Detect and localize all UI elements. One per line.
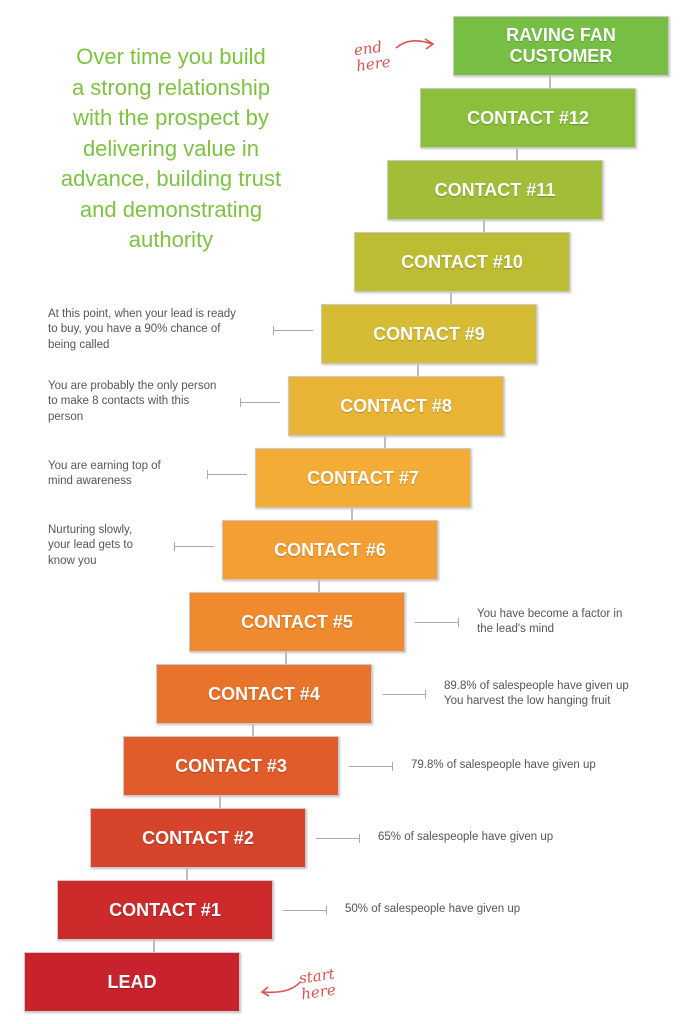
note-left-step-8: You are probably the only person to make… [48,379,236,426]
note-leader-line [283,906,327,915]
note-right-step-3: 79.8% of salespeople have given up [411,758,691,774]
note-text: 79.8% of salespeople have given up [411,759,596,772]
note-text: At this point, when your lead is ready t… [48,307,236,351]
step-label: CONTACT #10 [401,251,523,272]
step-contact-9: CONTACT #9 [321,304,537,364]
step-contact-1: CONTACT #1 [57,880,273,940]
note-text: Nurturing slowly, your lead gets to know… [48,523,134,567]
step-connector [384,436,386,448]
note-leader-line [207,470,247,479]
step-contact-7: CONTACT #7 [255,448,471,508]
note-text: You are probably the only person to make… [48,379,217,423]
step-contact-3: CONTACT #3 [123,736,339,796]
note-left-step-6: Nurturing slowly, your lead gets to know… [48,523,170,570]
step-connector [153,940,155,952]
step-contact-10: CONTACT #10 [354,232,570,292]
step-label: CONTACT #9 [373,323,485,344]
step-connector [252,724,254,736]
note-leader-line [415,618,459,627]
note-text: 65% of salespeople have given up [378,831,554,844]
step-contact-11: CONTACT #11 [387,160,603,220]
step-label: CONTACT #6 [274,539,386,560]
start-arrow-icon [260,981,301,997]
note-text: You have become a factor in the lead's m… [477,607,623,636]
step-lead: LEAD [24,952,240,1012]
step-connector [351,508,353,520]
note-leader-line [382,690,426,699]
intro-text: Over time you build a strong relationshi… [60,44,282,252]
step-label: CONTACT #1 [109,899,221,920]
step-label: CONTACT #3 [175,755,287,776]
step-raving-fan-customer: RAVING FAN CUSTOMER [453,16,669,76]
note-right-step-4: 89.8% of salespeople have given up You h… [444,679,691,710]
step-contact-2: CONTACT #2 [90,808,306,868]
step-label: CONTACT #11 [434,179,556,200]
note-text: 50% of salespeople have given up [345,903,521,916]
step-connector [516,148,518,160]
note-right-step-2: 65% of salespeople have given up [378,830,691,846]
step-label: LEAD [107,971,157,992]
step-label: CONTACT #12 [467,107,589,128]
step-connector [483,220,485,232]
step-label: CONTACT #8 [340,395,452,416]
step-connector [186,868,188,880]
step-contact-5: CONTACT #5 [189,592,405,652]
step-label: RAVING FAN CUSTOMER [506,25,616,66]
note-text: 89.8% of salespeople have given up You h… [444,679,629,708]
end-here-label: end here [352,37,392,76]
step-contact-12: CONTACT #12 [420,88,636,148]
note-left-step-9: At this point, when your lead is ready t… [48,307,269,354]
step-label: CONTACT #5 [241,611,353,632]
step-contact-6: CONTACT #6 [222,520,438,580]
note-text: You are earning top of mind awareness [48,459,161,488]
step-connector [219,796,221,808]
step-connector [417,364,419,376]
note-left-step-7: You are earning top of mind awareness [48,459,203,490]
step-label: CONTACT #4 [208,683,320,704]
note-leader-line [316,834,360,843]
step-connector [450,292,452,304]
step-label: CONTACT #2 [142,827,254,848]
note-leader-line [349,762,393,771]
end-arrow-icon [395,38,435,50]
note-right-step-1: 50% of salespeople have given up [345,902,691,918]
step-connector [285,652,287,664]
note-right-step-5: You have become a factor in the lead's m… [477,607,691,638]
step-connector [318,580,320,592]
step-connector [549,76,551,88]
note-leader-line [273,326,313,335]
step-label: CONTACT #7 [307,467,419,488]
step-contact-4: CONTACT #4 [156,664,372,724]
note-leader-line [240,398,280,407]
step-contact-8: CONTACT #8 [288,376,504,436]
note-leader-line [174,542,214,551]
